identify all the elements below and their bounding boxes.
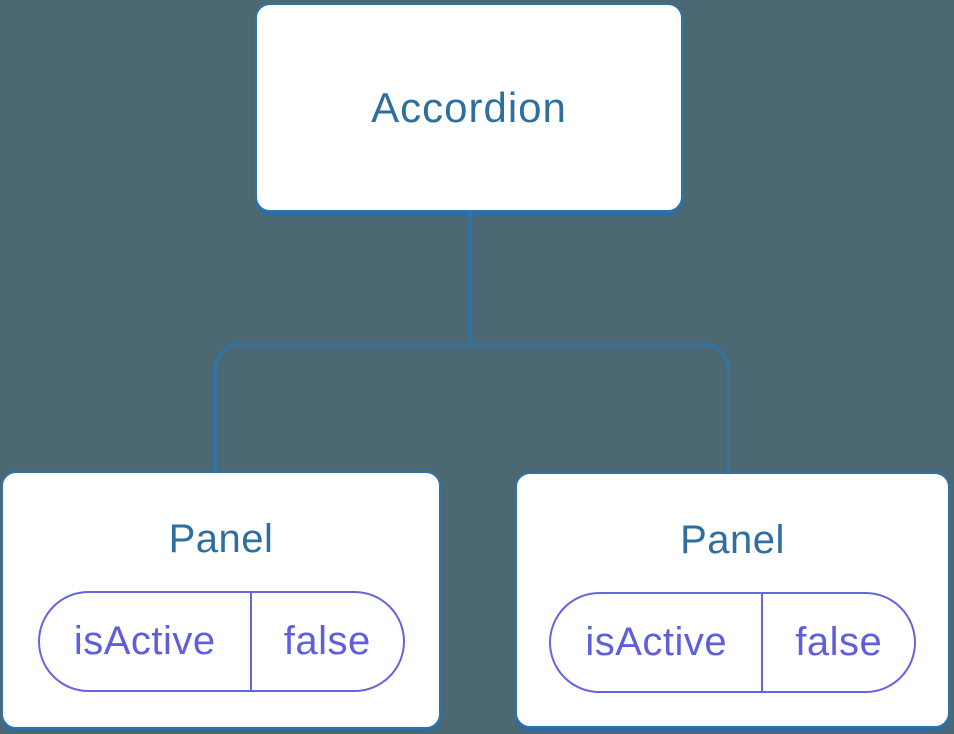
- accordion-node-label: Accordion: [371, 83, 567, 131]
- tree-node-panel-left: Panel isActive false: [1, 471, 441, 729]
- state-pill: isActive false: [37, 591, 405, 692]
- state-key: isActive: [40, 593, 252, 690]
- state-value: false: [795, 620, 883, 664]
- state-pill: isActive false: [549, 592, 916, 693]
- tree-node-panel-right: Panel isActive false: [515, 472, 950, 728]
- connector-bracket: [214, 343, 730, 473]
- tree-node-accordion: Accordion: [255, 3, 683, 212]
- panel-node-label: Panel: [680, 518, 785, 562]
- state-value: false: [283, 619, 371, 663]
- panel-node-label: Panel: [168, 517, 274, 561]
- state-key: isActive: [551, 594, 764, 691]
- connector-stem: [468, 211, 472, 345]
